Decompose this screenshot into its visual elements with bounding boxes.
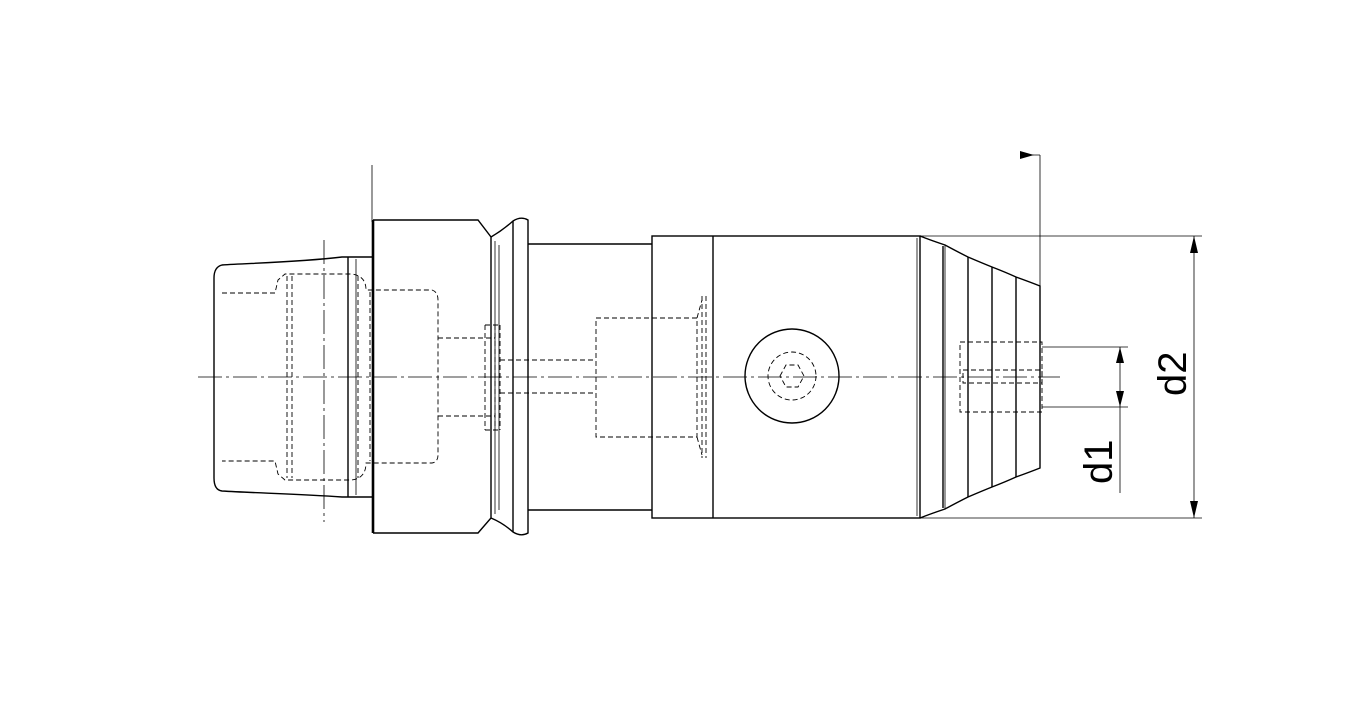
body bbox=[595, 235, 921, 519]
stepped-nose bbox=[916, 235, 1043, 519]
d1-label: d1 bbox=[1077, 440, 1121, 485]
clamping-screw bbox=[744, 328, 840, 424]
d2-dimension: d2 bbox=[920, 235, 1202, 519]
taper-shank bbox=[213, 256, 372, 498]
flange bbox=[371, 217, 529, 536]
d1-dimension: d1 bbox=[1042, 346, 1128, 493]
d2-label: d2 bbox=[1151, 352, 1195, 397]
reference-arrow bbox=[1020, 151, 1041, 290]
neck bbox=[500, 243, 652, 511]
